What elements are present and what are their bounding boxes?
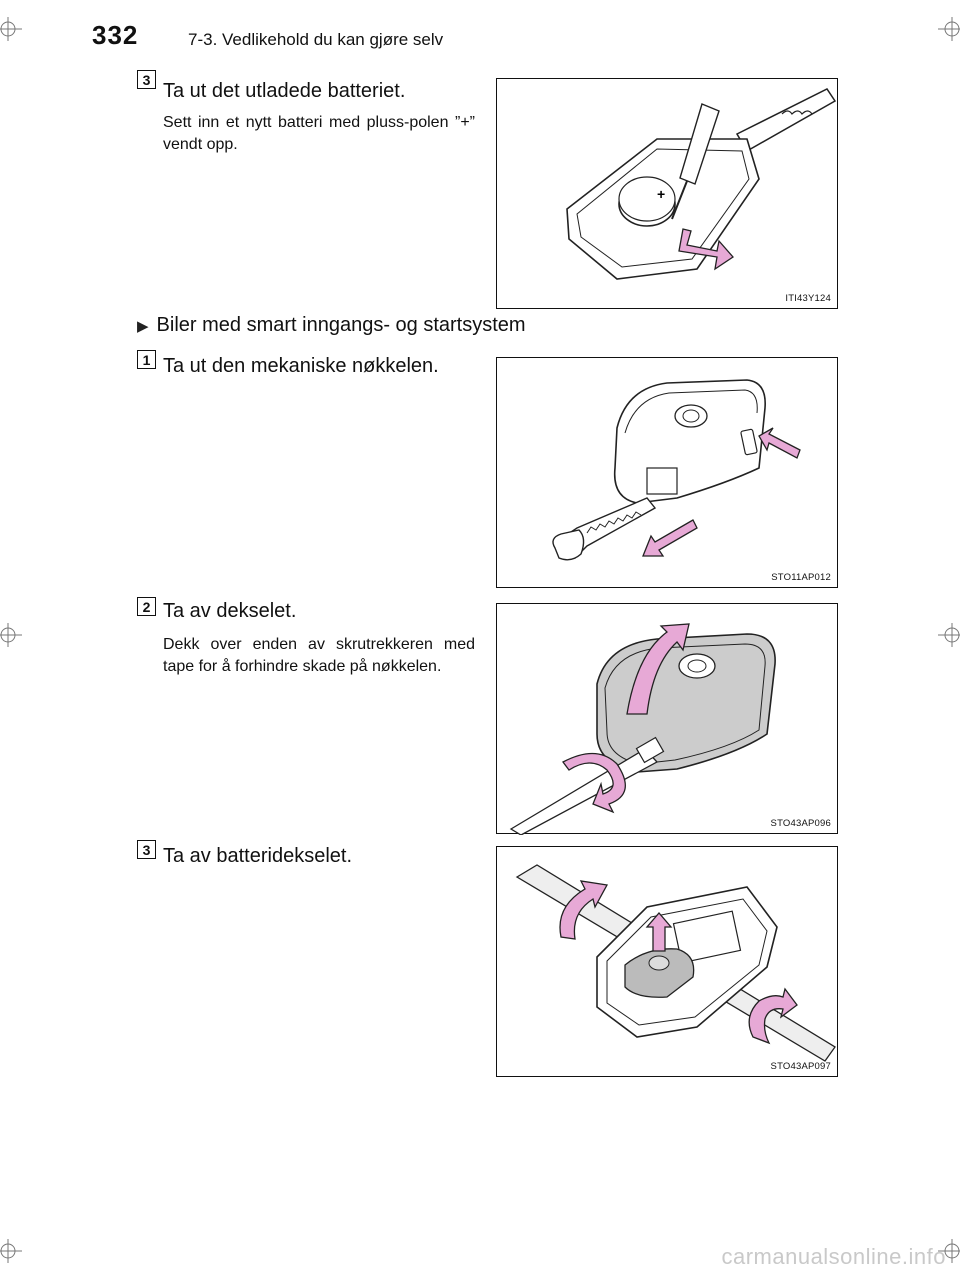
- section-title: 7-3. Vedlikehold du kan gjøre selv: [188, 30, 444, 49]
- page-number: 332: [92, 20, 139, 50]
- svg-text:+: +: [657, 186, 665, 202]
- figure-remove-battery: + ITI43Y124: [496, 78, 838, 309]
- step-number-badge: 3: [137, 70, 156, 89]
- registration-mark-top-right: [938, 17, 960, 41]
- figure-remove-cover: STO43AP096: [496, 603, 838, 835]
- step-number-badge: 3: [137, 840, 156, 859]
- cover-removal-illustration: [509, 623, 776, 835]
- figure-code: STO43AP097: [770, 1061, 831, 1072]
- step-heading: Ta av batteridekselet.: [163, 845, 352, 867]
- registration-mark-top-left: [0, 17, 22, 41]
- watermark: carmanualsonline.info: [721, 1244, 946, 1269]
- figure-code: STO11AP012: [771, 572, 831, 583]
- figure-remove-battery-cover: STO43AP097: [496, 846, 838, 1077]
- registration-mark-bottom-right: [938, 1239, 960, 1263]
- figure-code: STO43AP096: [770, 818, 831, 829]
- registration-mark-mid-left: [0, 623, 22, 647]
- step-heading: Ta ut det utladede batteriet.: [163, 80, 406, 102]
- step-number-badge: 2: [137, 597, 156, 616]
- step-number-badge: 1: [137, 350, 156, 369]
- step-heading: Ta av dekselet.: [163, 600, 297, 622]
- figure-remove-mechanical-key: STO11AP012: [496, 357, 838, 588]
- triangle-bullet-icon: ▶: [137, 318, 149, 335]
- battery-cover-removal-illustration: [515, 864, 836, 1062]
- battery-removal-illustration: +: [566, 88, 837, 280]
- figure-code: ITI43Y124: [785, 293, 831, 304]
- mechanical-key-illustration: [552, 379, 801, 561]
- step-note: Sett inn et nytt batteri med pluss-polen…: [163, 114, 475, 153]
- step-heading: Ta ut den mekaniske nøkkelen.: [163, 355, 439, 377]
- step-note: Dekk over enden av skrutrekkeren med tap…: [163, 636, 475, 675]
- subsection-heading: ▶ Biler med smart inngangs- og startsyste…: [137, 314, 526, 337]
- subsection-label: Biler med smart inngangs- og startsystem: [156, 314, 526, 336]
- registration-mark-mid-right: [938, 623, 960, 647]
- registration-mark-bottom-left: [0, 1239, 22, 1263]
